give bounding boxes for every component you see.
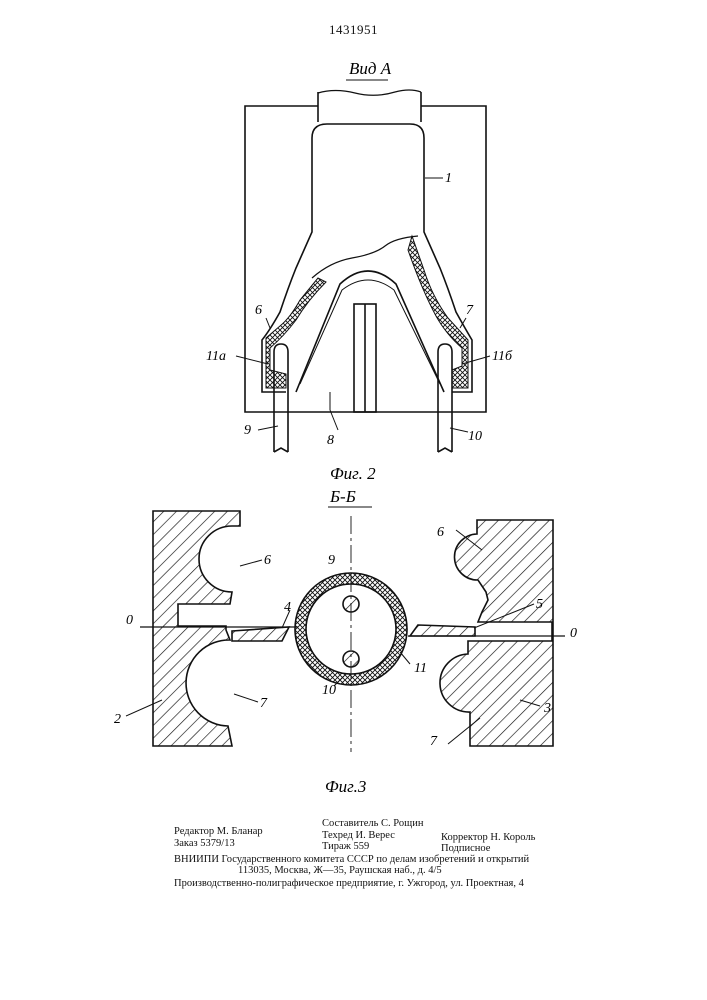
fig3-caption: Фиг.3 [325, 777, 366, 796]
footer-compiler: Составитель С. Рощин [322, 818, 423, 830]
fig2-label-7: 7 [466, 303, 474, 318]
fig2-caption: Фиг. 2 [330, 464, 376, 483]
fig3-label-10: 10 [322, 683, 336, 698]
fig2-label-6: 6 [255, 303, 262, 318]
fig2-label-9: 9 [244, 423, 251, 438]
fig3-label-0-left: 0 [126, 613, 133, 628]
fig2-label-11a: 11а [206, 349, 226, 364]
footer-circulation: Тираж 559 [322, 841, 369, 853]
fig3-drawing [126, 511, 565, 752]
footer-order: Заказ 5379/13 [174, 838, 235, 850]
fig2-drawing [236, 90, 490, 452]
footer-org-line2: 113035, Москва, Ж—35, Раушская наб., д. … [238, 865, 442, 877]
fig3-label-4: 4 [284, 600, 291, 615]
fig3-label-3: 3 [543, 701, 551, 716]
footer-printer: Производственно-полиграфическое предприя… [174, 878, 524, 890]
fig3-label-2: 2 [114, 712, 121, 727]
fig3-label-11: 11 [414, 661, 427, 676]
fig2-label-8: 8 [327, 433, 334, 448]
fig2-label-11b: 11б [492, 349, 513, 364]
fig3-section-title: Б-Б [329, 487, 356, 506]
fig3-label-5: 5 [536, 597, 543, 612]
fig3-label-6-right: 6 [437, 525, 444, 540]
fig3-label-6-left: 6 [264, 553, 271, 568]
fig3-label-0-right: 0 [570, 626, 577, 641]
fig3-label-7-right: 7 [430, 734, 438, 749]
fig3-label-7-left: 7 [260, 696, 268, 711]
fig2-view-title: Вид А [349, 59, 392, 78]
footer-editor: Редактор М. Бланар [174, 826, 263, 838]
fig2-label-10: 10 [468, 429, 482, 444]
fig3-label-9: 9 [328, 553, 335, 568]
fig2-label-1: 1 [445, 171, 452, 186]
